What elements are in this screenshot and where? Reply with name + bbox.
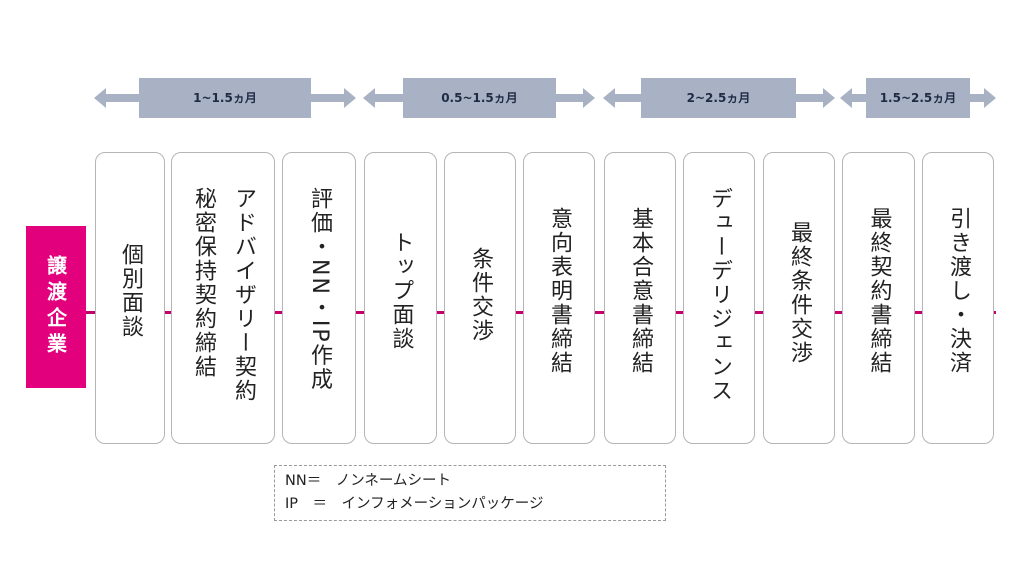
timeline-span-4: 1.5~2.5ヵ月 [840, 78, 996, 118]
span-arrow-3 [603, 78, 835, 118]
span-label-3: 2~2.5ヵ月 [686, 91, 751, 105]
timeline-span-3: 2~2.5ヵ月 [603, 78, 835, 118]
step-card-6: 意向表明書締結 [523, 152, 595, 444]
step-card-7: 基本合意書締結 [604, 152, 676, 444]
step-card-5: 条件交渉 [444, 152, 516, 444]
span-arrow-4 [840, 78, 996, 118]
timeline-span-2: 0.5~1.5ヵ月 [363, 78, 595, 118]
step-card-4: トップ面談 [364, 152, 437, 444]
party-label: 譲渡企業 [43, 255, 68, 359]
step-card-11: 引き渡し・決済 [922, 152, 994, 444]
span-label-4: 1.5~2.5ヵ月 [879, 91, 957, 105]
legend-row-ip: IP ＝ インフォメーションパッケージ [285, 496, 544, 512]
step-label-11: 引き渡し・決済 [946, 207, 971, 375]
step-card-3: 評価・NN・IP作成 [282, 152, 356, 444]
step-label-7: 基本合意書締結 [628, 207, 653, 375]
step-label-2: アドバイザリー契約 秘密保持契約締結 [191, 187, 256, 403]
span-arrow-2 [363, 78, 595, 118]
span-label-1: 1~1.5ヵ月 [193, 91, 257, 105]
step-card-2: アドバイザリー契約 秘密保持契約締結 [171, 152, 275, 444]
step-label-4: トップ面談 [388, 231, 414, 351]
step-label-9: 最終条件交渉 [787, 221, 812, 365]
step-card-8: デューデリジェンス [683, 152, 755, 444]
step-label-1: 個別面談 [118, 243, 143, 339]
step-card-10: 最終契約書締結 [842, 152, 915, 444]
step-card-1: 個別面談 [95, 152, 165, 444]
party-badge: 譲渡企業 [26, 226, 86, 388]
span-arrow-1 [94, 78, 356, 118]
step-label-5: 条件交渉 [468, 247, 493, 343]
step-card-9: 最終条件交渉 [763, 152, 835, 444]
step-label-6: 意向表明書締結 [547, 207, 572, 375]
timeline-span-1: 1~1.5ヵ月 [94, 78, 356, 118]
span-label-2: 0.5~1.5ヵ月 [441, 91, 518, 105]
step-label-10: 最終契約書締結 [866, 207, 892, 375]
step-label-8: デューデリジェンス [707, 187, 732, 403]
legend-row-nn: NN＝ ノンネームシート [285, 473, 451, 489]
step-label-3: 評価・NN・IP作成 [307, 187, 332, 392]
abbreviation-legend: NN＝ ノンネームシート IP ＝ インフォメーションパッケージ [274, 465, 666, 521]
